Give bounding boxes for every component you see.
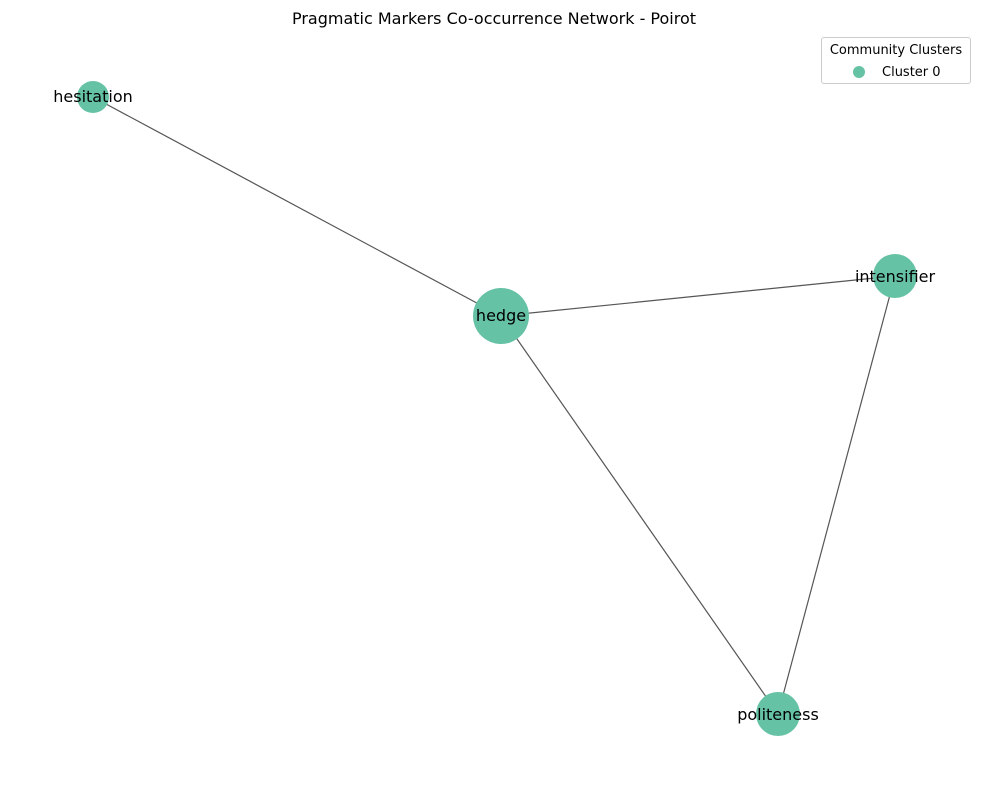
edge-hedge-intensifier [500,275,896,317]
legend-item-label: Cluster 0 [882,64,941,80]
legend-item-cluster-0: Cluster 0 [853,64,941,80]
node-hesitation[interactable] [77,81,109,113]
legend-title: Community Clusters [829,43,963,58]
legend-marker-icon [853,66,865,78]
node-label-hedge: hedge [476,306,526,325]
figure-title: Pragmatic Markers Co-occurrence Network … [292,9,696,28]
nodes-layer [77,81,917,736]
node-hedge[interactable] [473,288,529,344]
labels-layer: hesitation hedge intensifier politeness [53,87,935,724]
node-label-politeness: politeness [737,705,819,724]
node-label-intensifier: intensifier [855,267,936,286]
legend: Community Clusters Cluster 0 [821,37,971,84]
node-politeness[interactable] [756,692,800,736]
node-intensifier[interactable] [873,254,917,298]
edge-hesitation-hedge [92,96,502,317]
edge-intensifier-politeness [777,275,896,715]
edge-hedge-politeness [500,315,779,715]
edges-layer [92,96,896,715]
node-label-hesitation: hesitation [53,87,133,106]
